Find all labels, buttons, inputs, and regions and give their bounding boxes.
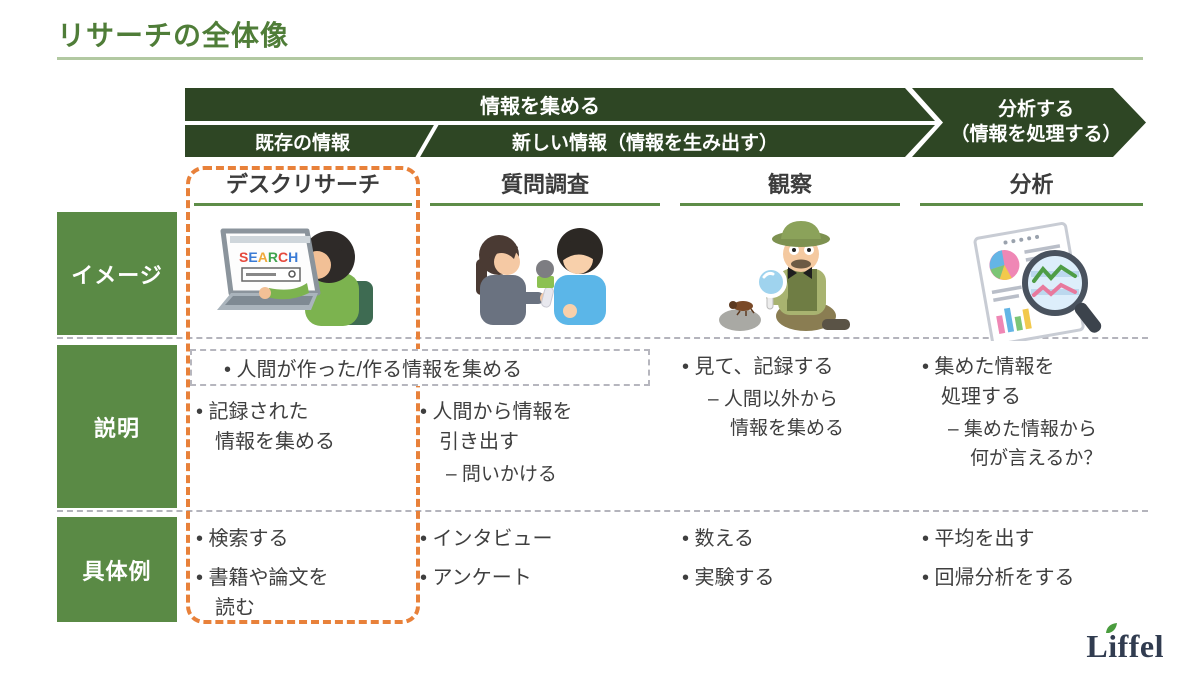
person-searching-on-laptop-icon: SEARCH xyxy=(217,228,373,326)
title-underline xyxy=(57,57,1143,60)
desk-research-examples: • 検索する • 書籍や論文を 読む xyxy=(196,524,411,623)
row-divider xyxy=(57,337,1148,339)
liffel-logo: Liffel xyxy=(1086,623,1164,665)
column-underline xyxy=(194,203,412,206)
sub-bullet-item: – 問いかける xyxy=(446,464,557,485)
observation-illustration xyxy=(700,219,875,344)
leaf-icon xyxy=(1106,623,1118,633)
header-analyze-label: 分析する （情報を処理する） xyxy=(950,98,1122,145)
bullet-item: • インタビュー xyxy=(420,528,553,550)
column-underline xyxy=(920,203,1143,206)
header-sub-band: 既存の情報 新しい情報（情報を生み出す） xyxy=(185,125,935,157)
bullet-item: • 検索する xyxy=(196,528,289,550)
bullet-item: • 見て、記録する xyxy=(682,356,834,378)
svg-text:SEARCH: SEARCH xyxy=(239,249,298,265)
header-analyze-arrow: 分析する （情報を処理する） xyxy=(912,88,1146,157)
header-existing-label: 既存の情報 xyxy=(254,132,350,154)
shared-description-box: • 人間が作った/作る情報を集める xyxy=(190,349,650,386)
desk-research-description: • 記録された 情報を集める xyxy=(196,397,411,457)
header-collect-band: 情報を集める xyxy=(185,88,935,121)
interview-illustration xyxy=(450,219,625,344)
observation-description: • 見て、記録する – 人間以外から 情報を集める xyxy=(682,352,904,443)
survey-examples: • インタビュー • アンケート xyxy=(420,524,652,593)
row-label-examples: 具体例 xyxy=(57,517,177,622)
analysis-examples: • 平均を出す • 回帰分析をする xyxy=(922,524,1148,593)
bullet-item: • 記録された 情報を集める xyxy=(196,401,335,453)
document-charts-with-magnifier-icon xyxy=(973,222,1102,347)
interview-with-microphone-icon xyxy=(476,228,606,325)
bullet-item: • 集めた情報を 処理する xyxy=(922,356,1055,408)
desk-research-highlight-border xyxy=(186,166,420,624)
column-header-desk-research: デスクリサーチ xyxy=(225,172,380,197)
bullet-item: • 平均を出す xyxy=(922,528,1035,550)
column-header-survey: 質問調査 xyxy=(500,172,589,197)
column-underline xyxy=(680,203,900,206)
liffel-logo-text: Liffel xyxy=(1086,628,1164,664)
bullet-item: • 人間から情報を 引き出す xyxy=(420,401,573,453)
row-divider xyxy=(57,510,1148,512)
bullet-item: • 数える xyxy=(682,528,754,550)
observation-examples: • 数える • 実験する xyxy=(682,524,904,593)
bullet-item: • 回帰分析をする xyxy=(922,567,1075,589)
bullet-item: • 書籍や論文を 読む xyxy=(196,567,329,619)
header-new-label: 新しい情報（情報を生み出す） xyxy=(511,132,778,154)
row-label-image: イメージ xyxy=(57,212,177,335)
bullet-item: • 実験する xyxy=(682,567,775,589)
column-underline xyxy=(430,203,660,206)
column-header-observation: 観察 xyxy=(767,172,812,197)
page-title: リサーチの全体像 xyxy=(57,20,290,51)
survey-description: • 人間から情報を 引き出す – 問いかける xyxy=(420,397,652,490)
desk-research-illustration: SEARCH xyxy=(205,221,380,346)
analysis-illustration xyxy=(955,221,1120,347)
row-label-description: 説明 xyxy=(57,345,177,508)
sub-bullet-item: – 人間以外から 情報を集める xyxy=(708,389,845,439)
column-header-analysis: 分析 xyxy=(1009,172,1054,197)
explorer-observing-insect-icon xyxy=(719,221,850,331)
header-collect-label: 情報を集める xyxy=(480,96,600,118)
bullet-item: • アンケート xyxy=(420,567,532,589)
sub-bullet-item: – 集めた情報から 何が言えるか？ xyxy=(948,419,1103,469)
analysis-description: • 集めた情報を 処理する – 集めた情報から 何が言えるか？ xyxy=(922,352,1148,473)
